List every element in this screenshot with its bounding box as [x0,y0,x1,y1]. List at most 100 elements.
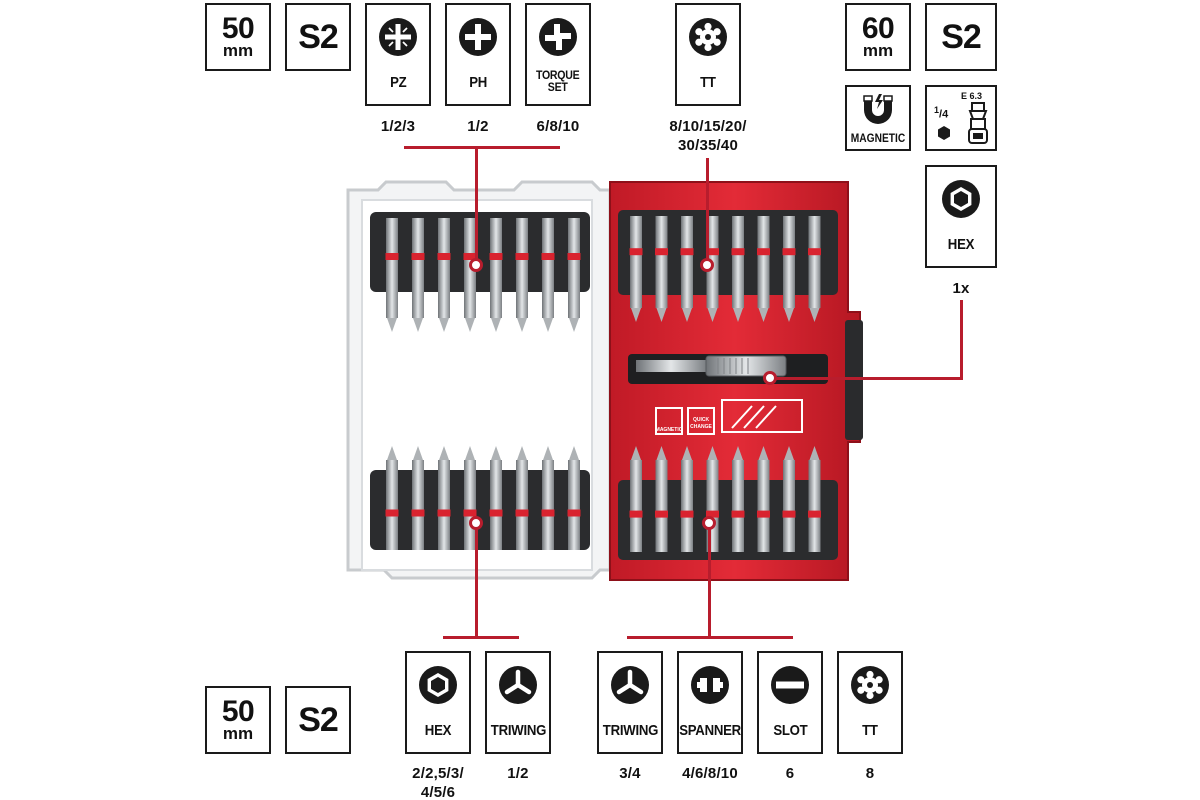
connector-bottom-left-rise [475,522,478,638]
triwing-icon [611,666,649,704]
material-value: S2 [298,17,339,56]
lid-bits-top [385,218,581,332]
screwdriver-bit [437,218,451,332]
screwdriver-bit [489,218,503,332]
tile-label: HEX [947,236,975,253]
magnet-icon [863,94,893,124]
case-bits-bottom [629,446,821,552]
screwdriver-bit [437,446,451,550]
tile-ph: PH [445,3,511,106]
sizes-ph: 1/2 [467,118,489,135]
connector-bottom-left-bar [443,636,519,639]
torque-set-icon [539,18,577,56]
material-value: S2 [298,700,339,739]
phillips-icon [459,18,497,56]
connector-dot [469,516,483,530]
screwdriver-bit [782,446,796,552]
length-badge-top-right: 60 mm [845,3,911,71]
tile-label: PZ [389,74,407,91]
sizes-tt-top: 8/10/15/20/ 30/35/40 [669,118,747,154]
torx-tamper-icon [689,18,727,56]
screwdriver-bit [731,446,745,552]
tile-pz: PZ [365,3,431,106]
screwdriver-bit [680,216,694,322]
screwdriver-bit [567,446,581,550]
sizes-hex: 2/2,5/3/ 4/5/6 [412,765,464,800]
tile-triwing: TRIWING [485,651,551,754]
material-badge-top-left: S2 [285,3,351,71]
case-label-quick-2: CHANGE [690,424,712,430]
magnetic-badge: MAGNETIC [845,85,911,151]
sizes-tt-bottom: 8 [865,765,875,782]
tile-spanner: SPANNER [677,651,743,754]
hex-icon [419,666,457,704]
screwdriver-bit [629,446,643,552]
tile-label: TRIWING [490,722,546,739]
hex-small-icon [938,126,950,140]
magnetic-label: MAGNETIC [850,131,906,145]
length-badge-bottom-left: 50 mm [205,686,271,754]
drive-spec-badge: E 6.3 1/4 [925,85,997,151]
connector-dot [702,516,716,530]
tile-torque-set: TORQUE SET [525,3,591,106]
slot-icon [771,666,809,704]
sizes-spanner: 4/6/8/10 [682,765,738,782]
length-badge-top-left: 50 mm [205,3,271,71]
tile-label: TT [862,722,878,739]
drive-code: E 6.3 [961,91,983,101]
tile-label: PH [469,74,487,91]
triwing-icon [499,666,537,704]
tile-label: TORQUE SET [536,68,580,94]
connector-hex-bar [772,377,963,380]
screwdriver-bit [411,218,425,332]
case-label-magnetic: MAGNETIC [656,427,683,433]
screwdriver-bit [808,446,821,552]
tile-label: SLOT [772,722,808,739]
screwdriver-bit [731,216,745,322]
connector-bottom-right-bar [627,636,793,639]
sizes-pz: 1/2/3 [380,118,416,135]
lid-bits-bottom [385,446,581,550]
tile-tt-bottom: TT [837,651,903,754]
screwdriver-bit [515,218,529,332]
sizes-triwing-large: 3/4 [619,765,641,782]
quarter-inch-label: 1/4 [934,105,948,121]
connector-top-left-bar [404,146,560,149]
tile-slot: SLOT [757,651,823,754]
sizes-torque-set: 6/8/10 [536,118,580,135]
tile-hex: HEX [405,651,471,754]
screwdriver-bit [541,446,555,550]
material-value: S2 [941,17,982,56]
screwdriver-bit [680,446,694,552]
tile-label: HEX [424,722,452,739]
case-label-quick-1: QUICK [693,417,710,423]
torx-tamper-icon [851,666,889,704]
connector-dot [763,371,777,385]
tile-label: SPANNER [679,722,741,739]
hex-holder-count: 1x [952,280,970,297]
bit-holder [636,355,787,377]
quarter-slash: / [939,108,943,121]
spanner-icon [691,666,729,704]
material-badge-bottom-left: S2 [285,686,351,754]
connector-bottom-right-rise [708,522,711,638]
screwdriver-bit [629,216,643,322]
length-value: 50 [221,695,255,728]
tile-hex-holder: HEX [925,165,997,268]
hex-icon [942,180,980,218]
bit-set-case-illustration: MAGNETIC QUICK CHANGE [346,180,863,581]
screwdriver-bit [808,216,821,322]
tile-tt-top: TT [675,3,741,106]
screwdriver-bit [515,446,529,550]
screwdriver-bit [385,446,399,550]
length-value: 60 [861,12,895,45]
screwdriver-bit [489,446,503,550]
screwdriver-bit [757,446,770,552]
connector-hex-drop [960,300,963,380]
connector-dot [469,258,483,272]
screwdriver-bit [782,216,796,322]
screwdriver-bit [655,446,668,552]
screwdriver-bit [541,218,555,332]
tile-label: TT [700,74,716,91]
length-value: 50 [221,12,255,45]
